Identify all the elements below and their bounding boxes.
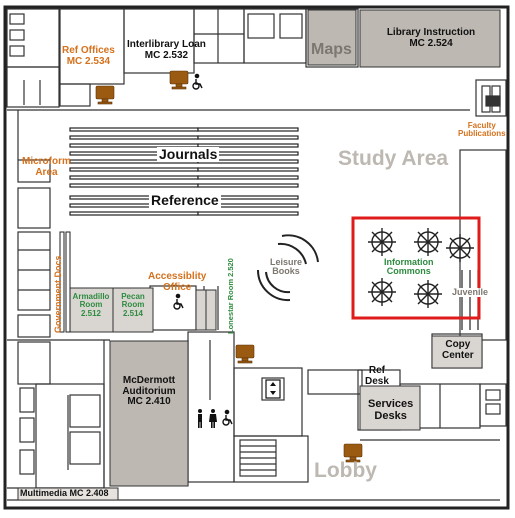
library-instruction-name: Library Instruction [386,27,476,38]
journals-shelves [69,127,299,188]
multimedia-room [17,487,119,501]
lobby-label: Lobby [314,459,377,482]
elevator-icon [265,379,281,399]
microform-line2: Area [35,166,58,178]
ref-desk-label: Ref Desk [365,365,389,387]
ref-desk-line1: Ref [368,365,386,376]
ref-offices-name: Ref Offices [62,45,115,56]
maps-label: Maps [311,41,352,58]
armadillo-line2: Room [79,300,103,310]
copy-center-label: Copy Center [442,339,474,361]
faculty-publications-line2: Publications [458,129,506,139]
accessibility-office-line2: Office [163,281,192,293]
library-instruction-room [359,9,501,68]
juvenile-label: Juvenile [452,287,489,298]
services-desks-label: Services Desks [368,398,414,422]
library-instruction-number: MC 2.524 [409,37,453,49]
pecan-line2: Room [121,300,145,310]
information-commons-line2: Commons [386,266,431,277]
reference-label: Reference [149,192,221,208]
restroom-icon [198,409,217,428]
accessibility-office-label: Accessiblity Office [148,271,207,293]
computer-icon [343,443,363,463]
information-commons-highlight [351,216,481,320]
armadillo-line1: Armadillo [72,292,110,301]
services-desks-line2: Desks [374,409,407,422]
copy-center-line2: Center [442,349,474,361]
leisure-books-shelves [256,234,319,302]
top-offices [6,8,359,108]
services-desks-room [359,385,421,431]
pecan-room [112,287,154,333]
computer-icon [235,344,255,364]
pecan-line3: 2.514 [122,308,144,318]
ref-offices-label: Ref Offices MC 2.534 [62,45,115,67]
mcdermott-line2: Auditorium [122,385,176,397]
juvenile-shelves [461,270,479,330]
copy-center-room [431,335,483,369]
mcdermott-line3: MC 2.410 [127,396,171,407]
wheelchair-icon [192,73,203,90]
wheelchair-icon [173,293,184,310]
wheelchair-icon [222,409,233,426]
maps-room [307,9,357,66]
faculty-publications-label: Faculty Publications [458,121,506,139]
journals-label: Journals [157,146,220,162]
interlibrary-loan-label: Interlibrary Loan MC 2.532 [127,39,206,61]
pecan-room-label: Pecan Room 2.514 [114,292,152,318]
microform-area-label: Microform Area [22,156,71,178]
information-commons-label: Information Commons [384,257,434,277]
mcdermott-auditorium-room [109,340,189,487]
government-docs-label: Government Docs [53,255,63,333]
lonestar-room-label: Lonestar Room 2.520 [226,258,235,334]
armadillo-room-label: Armadillo Room 2.512 [70,292,112,318]
information-commons-stations [368,228,474,308]
information-commons-line1: Information [384,257,434,267]
leisure-books-line2: Books [272,266,300,277]
building-outline [3,5,510,510]
interlibrary-loan-name: Interlibrary Loan [127,39,206,50]
microform-line1: Microform [22,156,71,167]
library-instruction-label: Library Instruction MC 2.524 [376,27,486,49]
reference-shelves [69,195,299,216]
computer-icon [95,85,115,105]
services-desks-line1: Services [368,398,414,410]
interlibrary-loan-number: MC 2.532 [144,49,189,61]
accessibility-office-line1: Accessiblity [148,271,207,282]
mcdermott-line1: McDermott [122,375,176,386]
pecan-line1: Pecan [121,292,145,301]
armadillo-line3: 2.512 [80,308,102,318]
leisure-books-line1: Leisure [270,257,303,267]
copy-center-line1: Copy [445,339,471,350]
leisure-books-label: Leisure Books [270,257,303,277]
faculty-publications-line1: Faculty [467,121,496,130]
ref-offices-number: MC 2.534 [66,55,111,67]
study-area-label: Study Area [338,147,449,170]
government-docs-shelves [59,231,71,333]
mcdermott-auditorium-label: McDermott Auditorium MC 2.410 [112,375,186,408]
computer-icon [169,70,189,90]
ref-desk-line2: Desk [365,375,389,387]
multimedia-label: Multimedia MC 2.408 [20,488,109,498]
